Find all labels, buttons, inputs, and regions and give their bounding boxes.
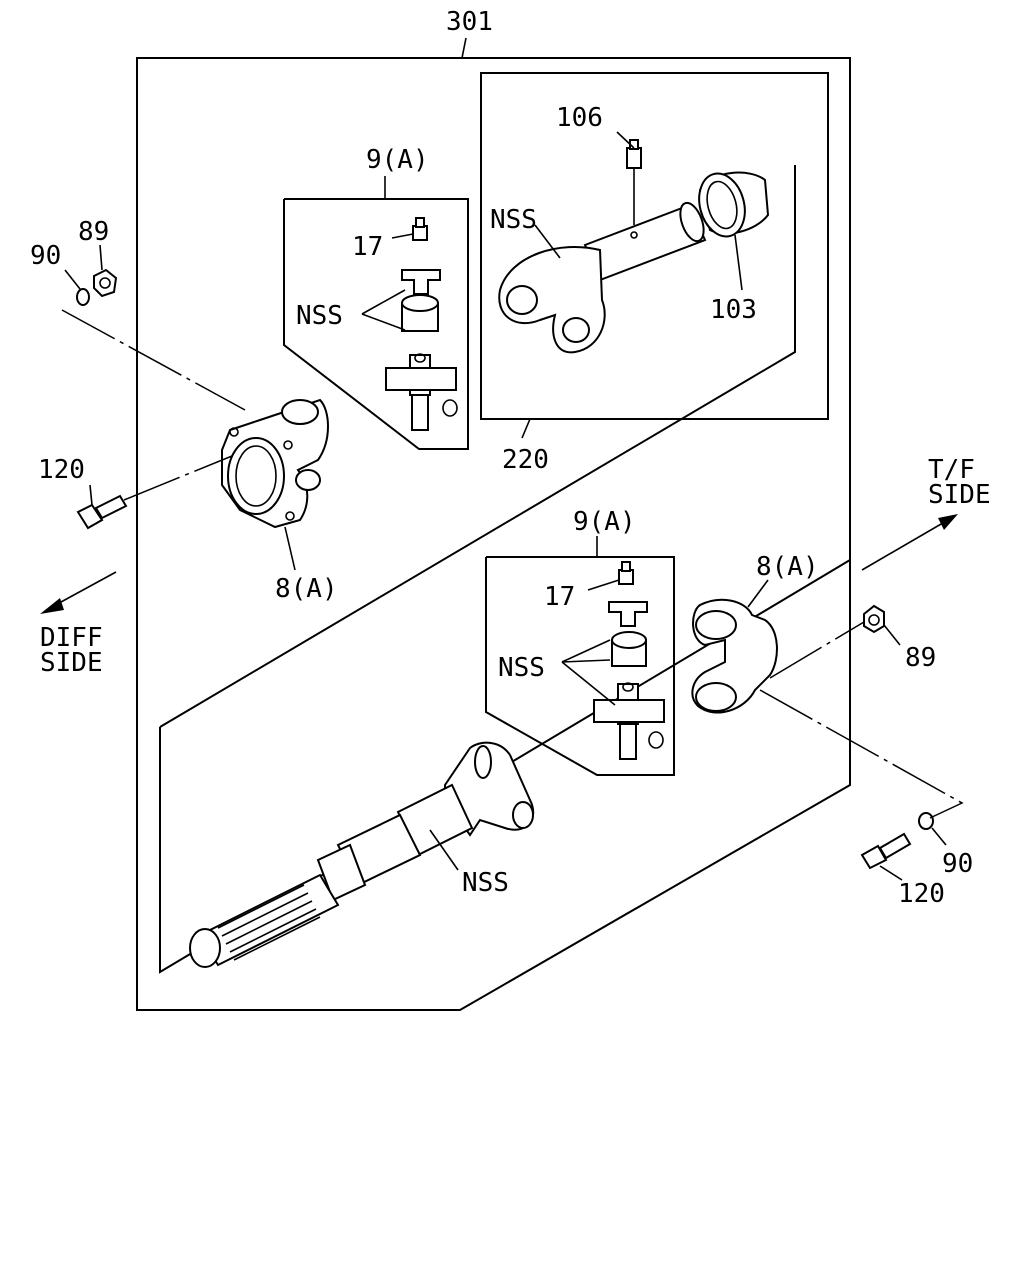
slip-yoke-tube — [498, 201, 707, 354]
cross-spider-lower — [593, 682, 665, 760]
nut-89-right: 89 — [863, 604, 936, 673]
label-nss-upper-ujoint: NSS — [296, 289, 406, 331]
callout-17-lower[interactable]: 17 — [544, 582, 575, 612]
callout-220[interactable]: 220 — [502, 445, 549, 475]
callout-17-upper[interactable]: 17 — [352, 232, 383, 262]
subassembly-box-220: 220 — [480, 72, 829, 475]
washer-90-left: 90 — [30, 241, 90, 306]
leader-bolt-left-upper — [61, 309, 246, 411]
grease-fitting-17-upper: 17 — [352, 217, 428, 262]
dust-seal-103: 103 — [698, 171, 770, 325]
callout-nss-lower-ujoint[interactable]: NSS — [498, 653, 545, 683]
callout-9a-upper[interactable]: 9(A) — [366, 145, 429, 175]
label-nss-lower-ujoint: NSS — [498, 639, 616, 706]
direction-tf-side: T/F SIDE — [861, 455, 991, 571]
direction-diff-side: DIFF SIDE — [40, 571, 117, 678]
snap-ring-lower — [608, 601, 648, 627]
callout-9a-lower[interactable]: 9(A) — [573, 507, 636, 537]
callout-8a-right[interactable]: 8(A) — [756, 552, 819, 582]
label-nss-slip-yoke: NSS — [490, 205, 561, 259]
cross-spider-upper — [385, 353, 458, 431]
end-yoke-right: 8(A) — [691, 552, 819, 714]
leader-nut-right — [769, 621, 865, 679]
callout-8a-left[interactable]: 8(A) — [275, 574, 338, 604]
leader-washer-right — [759, 689, 964, 819]
subassembly-box-ujoint-upper: 9(A) — [283, 145, 469, 450]
nut-89-left: 89 — [78, 217, 118, 298]
diff-side-label-line1: DIFF — [40, 623, 103, 653]
callout-89-right[interactable]: 89 — [905, 643, 936, 673]
subassembly-box-ujoint-lower: 9(A) — [485, 507, 675, 776]
flange-yoke-left: 8(A) — [221, 398, 338, 604]
bolt-120-right: 120 — [860, 832, 945, 909]
callout-106[interactable]: 106 — [556, 103, 603, 133]
callout-103[interactable]: 103 — [710, 295, 757, 325]
callout-90-right[interactable]: 90 — [942, 849, 973, 879]
grease-fitting-17-lower: 17 — [544, 561, 634, 612]
callout-120-left[interactable]: 120 — [38, 455, 85, 485]
bearing-cup-lower — [611, 631, 647, 667]
bolt-120-left: 120 — [38, 455, 233, 530]
tf-side-label-line1: T/F — [928, 455, 975, 485]
callout-89-left[interactable]: 89 — [78, 217, 109, 247]
snap-ring-upper — [401, 269, 441, 295]
callout-nss-shaft[interactable]: NSS — [462, 868, 509, 898]
callout-nss-slip-yoke[interactable]: NSS — [490, 205, 537, 235]
diff-side-label-line2: SIDE — [40, 648, 103, 678]
callout-nss-upper-ujoint[interactable]: NSS — [296, 301, 343, 331]
tf-side-label-line2: SIDE — [928, 480, 991, 510]
callout-301[interactable]: 301 — [446, 7, 493, 37]
callout-120-right[interactable]: 120 — [898, 879, 945, 909]
assembly-frame-301: 301 — [136, 7, 851, 1011]
propeller-shaft-splined: NSS — [189, 741, 535, 968]
grease-nipple-106: 106 — [556, 103, 642, 225]
bearing-cup-upper — [401, 294, 439, 332]
washer-90-right: 90 — [918, 812, 973, 879]
callout-90-left[interactable]: 90 — [30, 241, 61, 271]
